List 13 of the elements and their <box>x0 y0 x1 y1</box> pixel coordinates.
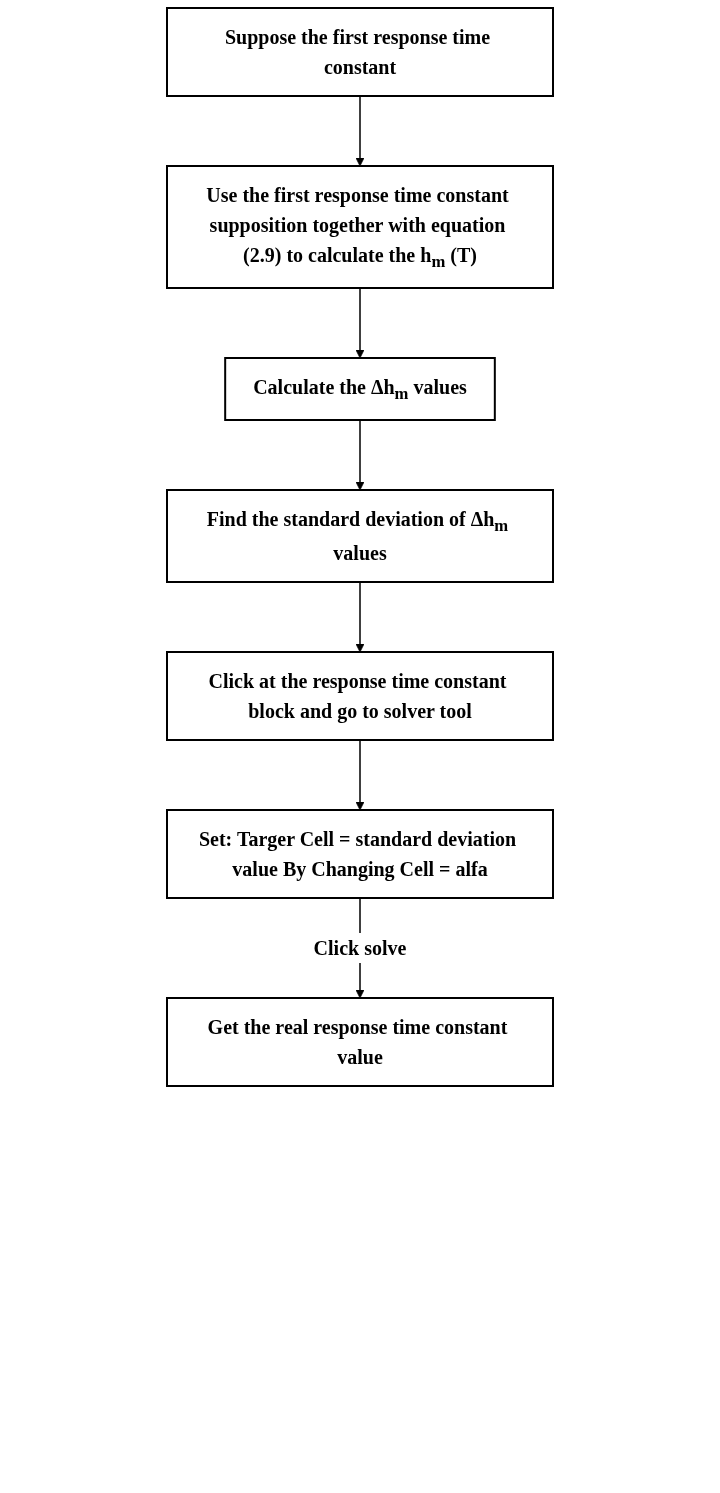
arrow <box>355 95 365 167</box>
node-box: Suppose the first response time constant <box>166 7 554 97</box>
node-box: Set: Targer Cell = standard deviation value By Changing Cell = alfa <box>166 809 554 899</box>
node-box: Click at the response time constant block and go to solver tool <box>166 651 554 741</box>
node-box: Find the standard deviation of Δh$_{m}$ values <box>166 489 554 583</box>
arrow <box>355 739 365 811</box>
node-box: Calculate the Δh$_{m}$ values <box>224 357 496 421</box>
arrow <box>355 419 365 491</box>
node-box: Get the real response time constant value <box>166 997 554 1087</box>
arrow <box>355 287 365 359</box>
node-box: Use the first response time constant supposition together with equation (2.9) to calculate the h$_{m}$ (T) <box>166 165 554 289</box>
edge-label: Click solve <box>313 937 407 959</box>
arrow <box>355 581 365 653</box>
